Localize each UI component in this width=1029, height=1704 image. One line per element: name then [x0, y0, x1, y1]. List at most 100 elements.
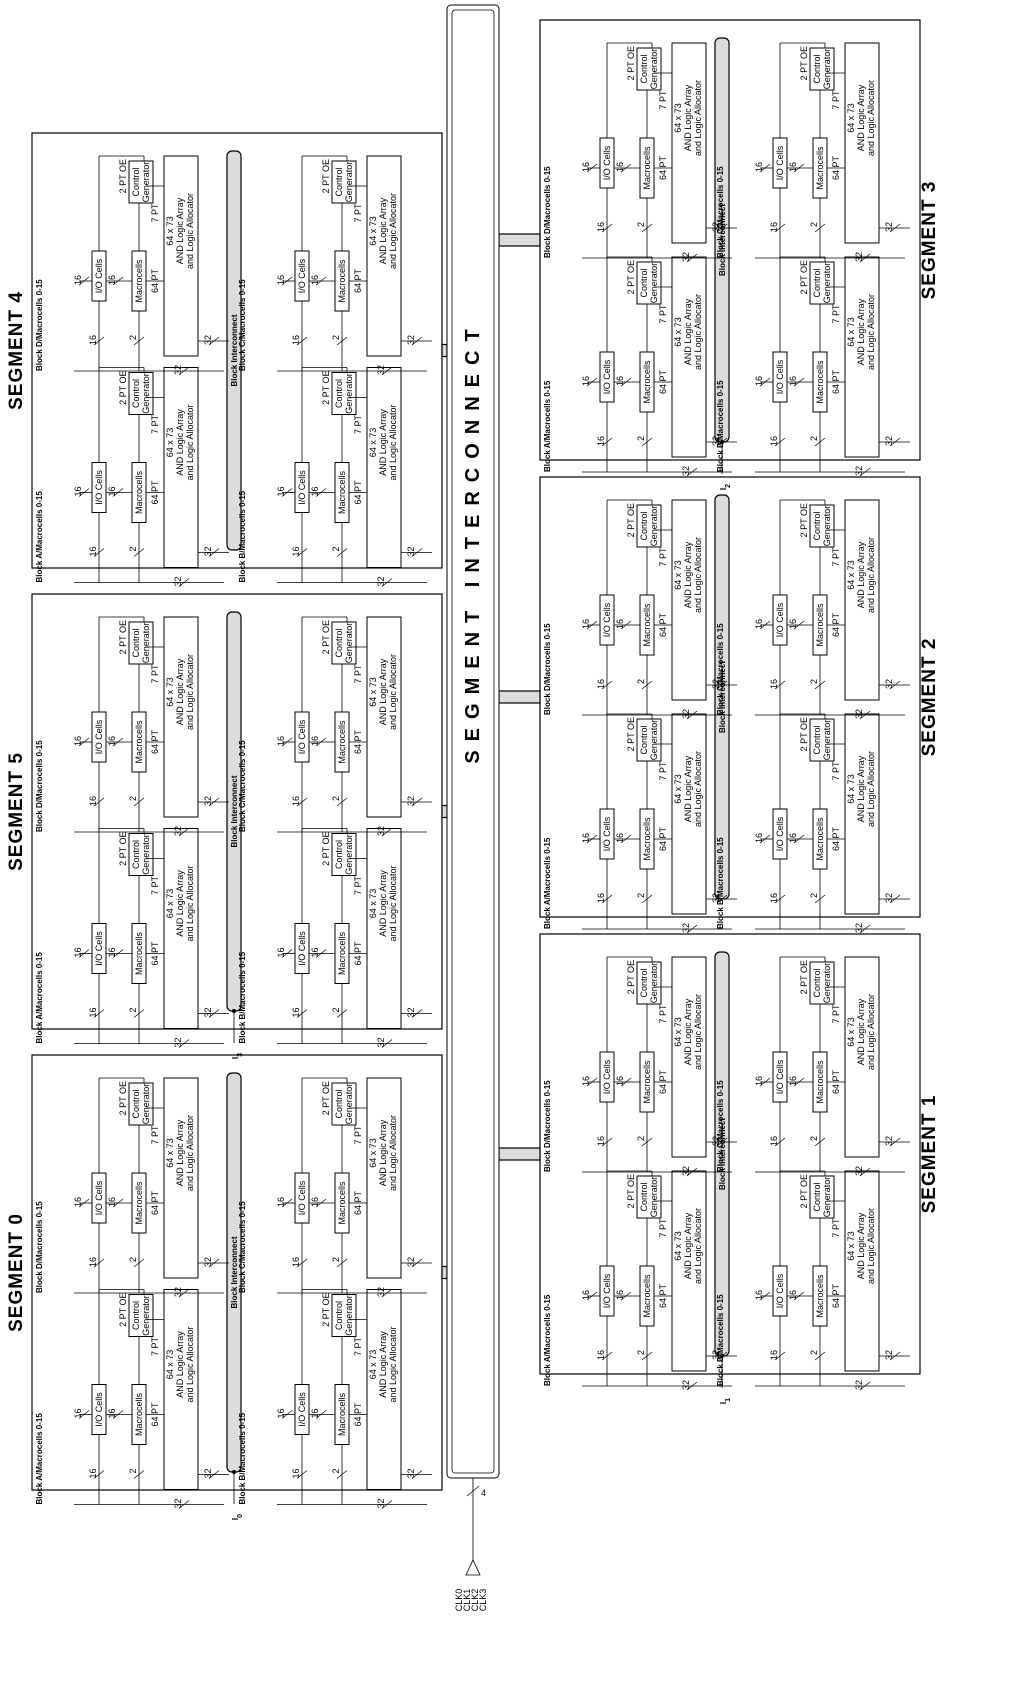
- segment-3-block-a-control-label-2: Generator: [649, 263, 659, 304]
- segment-0-block-b-bus32a-width: 32: [376, 1499, 386, 1509]
- segment-0-block-d-bus32a-slash: [178, 1288, 190, 1298]
- segment-0-block-d-bus32a-width: 32: [173, 1287, 183, 1297]
- segment-1-block-c-bus16c-slash: [774, 1137, 786, 1147]
- segment-3-block-d-bus2-width: 2: [636, 222, 646, 227]
- segment-0-block-c-pt-oe: 2 PT OE: [321, 1081, 331, 1115]
- segment-5-block-a-io-cells-label: I/O Cells: [94, 931, 104, 966]
- segment-4-block-b-and-label-2: AND Logic Array: [378, 409, 388, 476]
- segment-1-block-b-and-array: [844, 1170, 880, 1372]
- segment-3-block-a-bus32a-slash: [686, 467, 698, 477]
- segment-0-block-c-bus16a-width: 16: [276, 1197, 286, 1207]
- segment-4-block-c-bus16c-slash: [296, 336, 308, 346]
- segment-5-block-b-bus16b-slash: [315, 949, 327, 958]
- segment-0-block-a-bus16a-width: 16: [73, 1409, 83, 1419]
- segment-3-link: [498, 233, 541, 247]
- segment-3-block-d-control-label-2: Generator: [649, 49, 659, 90]
- segment-1-block-c-bus2-width: 2: [809, 1136, 819, 1141]
- segment-3-block-a-bus2-width: 2: [636, 436, 646, 441]
- segment-5-link: [441, 804, 448, 819]
- segment-4-block-a-control-generator: [128, 372, 154, 415]
- segment-3-block-b-bus16c-slash: [774, 437, 786, 447]
- segment-3-title: SEGMENT 3: [919, 181, 940, 300]
- segment-0-block-d-and-label-1: 64 x 73: [165, 1138, 175, 1168]
- segment-5-block-b-pt-oe: 2 PT OE: [321, 832, 331, 866]
- segment-5-block-d-bus16a-slash: [78, 737, 90, 747]
- segment-3-block-d-title: Block D/Macrocells 0-15: [543, 166, 552, 258]
- segment-2-block-a-bus16c-slash: [601, 894, 613, 904]
- segment-3-block-a-bus16c-slash: [601, 437, 613, 447]
- segment-2-block-a-and-label-1: 64 x 73: [673, 774, 683, 804]
- segment-5-block-d-bus16c-width: 16: [88, 796, 98, 806]
- segment-0-block-b-pt-oe: 2 PT OE: [321, 1293, 331, 1327]
- segment-5-block-d-pt-oe: 2 PT OE: [118, 620, 128, 654]
- segment-3-block-b-bus2-slash: [814, 437, 826, 447]
- segment-4-block-d-macrocells-label: Macrocells: [134, 259, 144, 303]
- segment-2-block-d-pt-oe: 2 PT OE: [626, 503, 636, 537]
- segment-4-block-d-bus16c-slash: [93, 336, 105, 346]
- segment-3-block-c-bus2-width: 2: [809, 222, 819, 227]
- segment-5-block-d-title: Block D/Macrocells 0-15: [35, 740, 44, 832]
- segment-2-block-c-bus16b-width: 16: [788, 619, 798, 629]
- segment-interconnect: SEGMENT INTERCONNECT 4: [446, 4, 500, 1576]
- segment-5-block-b-title: Block B/Macrocells 0-15: [238, 951, 247, 1043]
- segment-2-block-d-bus2-width: 2: [636, 679, 646, 684]
- segment-4-block-c-macrocells-label: Macrocells: [337, 259, 347, 303]
- segment-1-block-c-bus16b-slash: [793, 1077, 805, 1087]
- segment-2-block-a-pt-oe: 2 PT OE: [626, 717, 636, 751]
- segment-0-block-d-pt-7: 7 PT: [150, 1125, 160, 1145]
- segment-0-block-b-title: Block B/Macrocells 0-15: [238, 1412, 247, 1504]
- segment-2-block-c-io-cells-label: I/O Cells: [775, 602, 785, 637]
- segment-0-block-d-and-array: [163, 1077, 199, 1279]
- segment-5-block-c-bus2-width: 2: [331, 796, 341, 801]
- segment-5-block-a-bus32a-width: 32: [173, 1038, 183, 1048]
- segment-1-block-d-and-label-2: AND Logic Array: [683, 998, 693, 1065]
- segment-4-block-c-bus32a-slash: [381, 366, 393, 376]
- segment-2-block-b-and-label-3: and Logic Allocator: [866, 751, 876, 827]
- segment-0-block-b-bus16c-slash: [296, 1470, 308, 1479]
- segment-5-block-a-bus32b-width: 32: [203, 1008, 213, 1018]
- segment-4-block-d-control-label-2: Generator: [141, 162, 151, 203]
- segment-4-block-d-io-cells-label: I/O Cells: [94, 258, 104, 293]
- segment-2-block-d-bus2-slash: [641, 680, 653, 690]
- segment-2-block-c-bus16b-slash: [793, 620, 805, 630]
- segment-5-block-c-bus16c-width: 16: [291, 796, 301, 806]
- segment-5-block-a-bus16b-slash: [112, 949, 124, 958]
- segment-2-block-a-bus32a-width: 32: [681, 923, 691, 933]
- segment-3-block-c-io-cells-label: I/O Cells: [775, 145, 785, 180]
- segment-4-block-b-and-label-3: and Logic Allocator: [388, 404, 398, 480]
- segment-4-block-c-bus16b-width: 16: [310, 275, 320, 285]
- segment-1-block-d-and-array: [671, 956, 707, 1158]
- segment-3-block-d-bus32a-slash: [686, 253, 698, 263]
- segment-0-block-a-io-cells-label: I/O Cells: [94, 1392, 104, 1427]
- segment-0-block-a-pt-7: 7 PT: [150, 1336, 160, 1356]
- segment-3-block-b-bus32b-slash: [889, 437, 901, 447]
- segment-3-block-c-macrocells-label: Macrocells: [815, 146, 825, 190]
- segment-3-block-b-pt-oe: 2 PT OE: [799, 260, 809, 294]
- segment-3-block-d-bus16c-slash: [601, 223, 613, 233]
- segment-0-block-c-and-label-3: and Logic Allocator: [388, 1115, 398, 1191]
- segment-0-block-a-bus32a-width: 32: [173, 1499, 183, 1509]
- segment-1-block-d-title: Block D/Macrocells 0-15: [543, 1080, 552, 1172]
- segment-5-block-d-io-cells-label: I/O Cells: [94, 719, 104, 754]
- segment-0-input-label: I0: [231, 1514, 244, 1520]
- segment-5-block-d-control-label-1: Control: [131, 628, 141, 657]
- segment-0-block-c-bus32b-slash: [411, 1258, 423, 1268]
- segment-2-block-b-title: Block B/Macrocells 0-15: [716, 837, 725, 929]
- segment-5-block-b-and-label-1: 64 x 73: [368, 889, 378, 919]
- segment-2-block-a-bus16c-width: 16: [596, 893, 606, 903]
- segment-1-block-b-macrocells-label: Macrocells: [815, 1274, 825, 1318]
- segment-5-block-a-bus16c-slash: [93, 1009, 105, 1018]
- segment-3-block-interconnect-label: Block Interconnect: [718, 204, 727, 276]
- segment-1-title: SEGMENT 1: [919, 1095, 940, 1214]
- segment-0-block-b-and-array: [366, 1289, 402, 1490]
- segment-0-input-node: [232, 1470, 236, 1474]
- segment-0-block-b-io-cells-label: I/O Cells: [297, 1392, 307, 1427]
- segment-0-block-c-bus32b-width: 32: [406, 1257, 416, 1267]
- segment-3-block-b-bus16c-width: 16: [769, 436, 779, 446]
- segment-3-block-c-and-array: [844, 42, 880, 244]
